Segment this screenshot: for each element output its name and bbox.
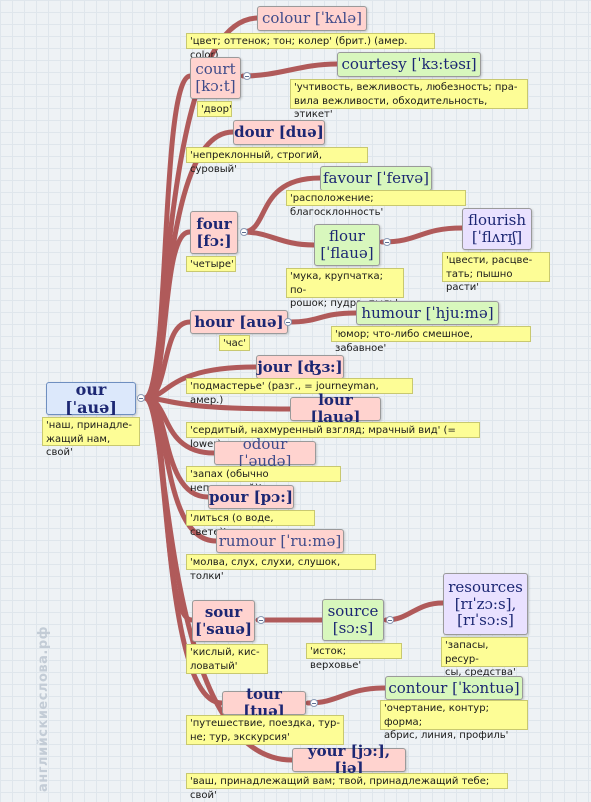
collapse-toggle-court[interactable]: [243, 72, 251, 80]
word-node-tour[interactable]: tour [tuə]: [222, 686, 306, 719]
link-our-four: [142, 229, 193, 401]
gloss-colour: 'цвет; оттенок; тон; колер' (брит.) (аме…: [186, 33, 435, 61]
word-node-favour[interactable]: favour [ˈfeɪvə]: [320, 166, 432, 191]
word-node-resources[interactable]: resources [rɪˈzɔ:s], [rɪˈsɔ:s]: [443, 573, 528, 635]
word-node-source[interactable]: source [sɔ:s]: [322, 599, 384, 641]
gloss-flourish: 'цвести, расцве- тать; пышно расти': [442, 252, 550, 293]
link-four-flour: [240, 229, 317, 248]
link-source-resources: [383, 600, 446, 623]
gloss-source: 'исток; верховье': [306, 643, 402, 671]
gloss-hour: 'час': [219, 335, 250, 351]
gloss-court: 'двор': [197, 101, 232, 117]
word-node-flourish[interactable]: flourish [ˈflʌrɪʃ]: [462, 208, 532, 250]
gloss-favour: 'расположение; благосклонность': [286, 190, 466, 218]
root-word-our[interactable]: our [ˈauə]: [46, 380, 136, 416]
gloss-four: 'четыре': [186, 256, 236, 272]
word-node-odour[interactable]: odour [ˈəudə]: [214, 436, 316, 469]
collapse-toggle-tour[interactable]: [310, 699, 318, 707]
word-node-court[interactable]: court [kɔ:t]: [190, 57, 241, 99]
link-flour-flourish: [379, 225, 465, 245]
word-node-four[interactable]: four [fɔ:]: [190, 211, 238, 254]
collapse-toggle-sour[interactable]: [257, 616, 265, 624]
gloss-flour: 'мука, крупчатка; по- рошок; пудра, пыль…: [286, 268, 404, 309]
word-node-your[interactable]: your [jɔ:], [jə]: [292, 743, 406, 776]
gloss-resources: 'запасы, ресур- сы, средства': [441, 637, 528, 678]
gloss-odour: 'запах (обычно неприятный)': [186, 466, 341, 494]
word-node-humour[interactable]: humour [ˈhju:mə]: [356, 301, 499, 325]
word-node-pour[interactable]: pour [pɔ:]: [208, 485, 294, 509]
gloss-tour: 'путешествие, поездка, тур- не; тур, экс…: [186, 715, 344, 745]
gloss-rumour: 'молва, слух, слухи, слушок, толки': [186, 554, 376, 582]
word-node-hour[interactable]: hour [auə]: [190, 310, 288, 334]
watermark: английскиеслова.рф: [36, 625, 51, 792]
word-node-courtesy[interactable]: courtesy [ˈkɜ:təsɪ]: [337, 52, 481, 77]
link-tour-contour: [305, 685, 388, 706]
link-hour-humour: [287, 310, 359, 325]
word-node-flour[interactable]: flour [ˈflauə]: [314, 224, 380, 266]
word-node-lour[interactable]: lour [lauə]: [290, 392, 381, 425]
collapse-toggle-source[interactable]: [386, 616, 394, 624]
link-four-favour: [240, 175, 323, 235]
gloss-humour: 'юмор; что-либо смешное, забавное': [331, 326, 531, 354]
word-node-rumour[interactable]: rumour [ˈru:mə]: [216, 529, 344, 553]
link-court-courtesy: [240, 61, 340, 79]
gloss-courtesy: 'учтивость, вежливость, любезность; пра-…: [290, 79, 528, 120]
word-node-jour[interactable]: jour [ʤɜ:]: [256, 355, 344, 379]
gloss-sour: 'кислый, кис- ловатый': [186, 644, 268, 674]
collapse-toggle-four[interactable]: [240, 228, 248, 236]
gloss-your: 'ваш, принадлежащий вам; твой, принадлеж…: [186, 773, 508, 801]
gloss-pour: 'литься (о воде, свете)': [186, 510, 315, 538]
collapse-toggle-hour[interactable]: [284, 318, 292, 326]
gloss-dour: 'непреклонный, строгий, суровый': [186, 147, 368, 175]
word-node-contour[interactable]: contour [ˈkɔntuə]: [385, 676, 523, 700]
word-node-colour[interactable]: colour [ˈkʌlə]: [257, 6, 367, 31]
gloss-contour: 'очертание, контур; форма; абрис, линия,…: [380, 700, 528, 741]
word-node-dour[interactable]: dour [duə]: [233, 120, 325, 145]
gloss-jour: 'подмастерье' (разг., = journeyman, амер…: [186, 378, 413, 406]
collapse-toggle-our[interactable]: [137, 394, 145, 402]
word-node-sour[interactable]: sour [ˈsauə]: [192, 600, 255, 642]
gloss-our: 'наш, принадле- жащий нам, свой': [42, 417, 140, 458]
gloss-lour: 'сердитый, нахмуренный взгляд; мрачный в…: [186, 422, 480, 450]
collapse-toggle-flour[interactable]: [383, 238, 391, 246]
